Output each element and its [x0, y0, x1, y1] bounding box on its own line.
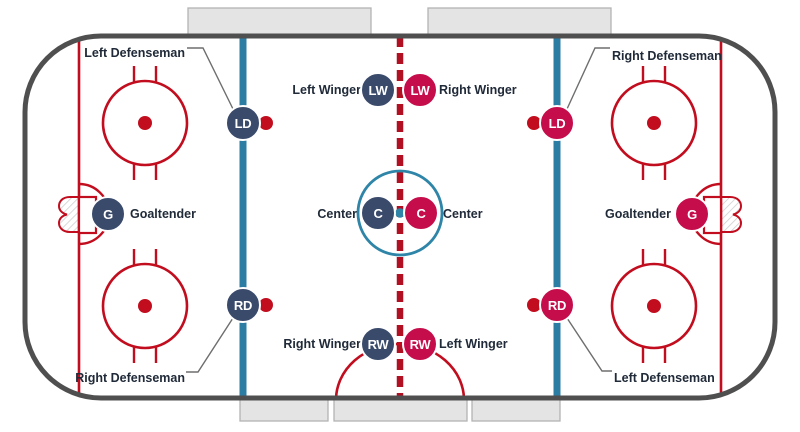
- svg-text:RW: RW: [368, 337, 390, 352]
- referee-crease-arc: [334, 342, 466, 398]
- team-benches: [187, 7, 612, 36]
- label-left-defenseman-navy: Left Defenseman: [84, 46, 185, 60]
- svg-text:C: C: [416, 206, 426, 221]
- faceoff-circle-top-left: [101, 66, 189, 180]
- svg-text:RD: RD: [548, 298, 566, 313]
- neutral-dot-bottom-right: [527, 298, 541, 312]
- label-goaltender-navy: Goaltender: [130, 207, 196, 221]
- marker-crimson-rw[interactable]: RW: [402, 326, 438, 362]
- svg-text:G: G: [687, 207, 697, 222]
- center-dot: [395, 208, 405, 218]
- bench-left: [187, 7, 372, 36]
- label-connector-top-right: [566, 47, 610, 110]
- marker-navy-rd[interactable]: RD: [225, 287, 261, 323]
- svg-text:LW: LW: [411, 83, 431, 98]
- scorekeeper-box: [333, 396, 468, 422]
- label-center-navy: Center: [317, 207, 357, 221]
- ice-surface: [25, 36, 775, 398]
- rink-boards: [22, 33, 778, 401]
- marker-crimson-lw[interactable]: LW: [402, 72, 438, 108]
- marker-navy-lw[interactable]: LW: [360, 72, 396, 108]
- label-right-winger-crimson: Right Winger: [439, 83, 517, 97]
- label-connector-top-left: [187, 47, 234, 110]
- bench-right: [427, 7, 612, 36]
- marker-navy-rw[interactable]: RW: [360, 326, 396, 362]
- faceoff-circle-bottom-left: [101, 249, 189, 363]
- label-center-crimson: Center: [443, 207, 483, 221]
- svg-text:LD: LD: [549, 116, 566, 131]
- neutral-dot-top-right: [527, 116, 541, 130]
- marker-navy-g[interactable]: G: [90, 196, 126, 232]
- faceoff-circle-bottom-right: [610, 249, 698, 363]
- label-left-winger-navy: Left Winger: [292, 83, 361, 97]
- neutral-dot-bottom-left: [259, 298, 273, 312]
- faceoff-dot: [647, 299, 661, 313]
- marker-navy-c[interactable]: C: [360, 195, 396, 231]
- svg-text:LD: LD: [235, 116, 252, 131]
- label-connector-bottom-right: [566, 317, 612, 372]
- faceoff-dot: [647, 116, 661, 130]
- marker-navy-ld[interactable]: LD: [225, 105, 261, 141]
- penalty-box-right: [471, 396, 561, 422]
- faceoff-circle-top-right: [610, 66, 698, 180]
- marker-crimson-g[interactable]: G: [674, 196, 710, 232]
- label-connector-bottom-left: [186, 317, 234, 373]
- label-right-winger-navy: Right Winger: [283, 337, 361, 351]
- faceoff-dot: [138, 116, 152, 130]
- goal-crease-right: [689, 182, 723, 246]
- faceoff-dot: [138, 299, 152, 313]
- label-left-defenseman-crimson: Left Defenseman: [614, 371, 715, 385]
- marker-crimson-rd[interactable]: RD: [539, 287, 575, 323]
- label-goaltender-crimson: Goaltender: [605, 207, 671, 221]
- label-right-defenseman-crimson: Right Defenseman: [612, 49, 722, 63]
- penalty-boxes: [239, 396, 561, 422]
- center-circle: [356, 169, 444, 257]
- goal-net-left: [57, 196, 80, 233]
- label-right-defenseman-navy: Right Defenseman: [75, 371, 185, 385]
- penalty-box-left: [239, 396, 329, 422]
- label-left-winger-crimson: Left Winger: [439, 337, 508, 351]
- marker-crimson-c[interactable]: C: [403, 195, 439, 231]
- svg-text:G: G: [103, 207, 113, 222]
- svg-text:RD: RD: [234, 298, 252, 313]
- svg-text:LW: LW: [369, 83, 389, 98]
- svg-text:RW: RW: [410, 337, 432, 352]
- goal-net-right: [720, 196, 743, 233]
- neutral-dot-top-left: [259, 116, 273, 130]
- svg-text:C: C: [373, 206, 383, 221]
- marker-crimson-ld[interactable]: LD: [539, 105, 575, 141]
